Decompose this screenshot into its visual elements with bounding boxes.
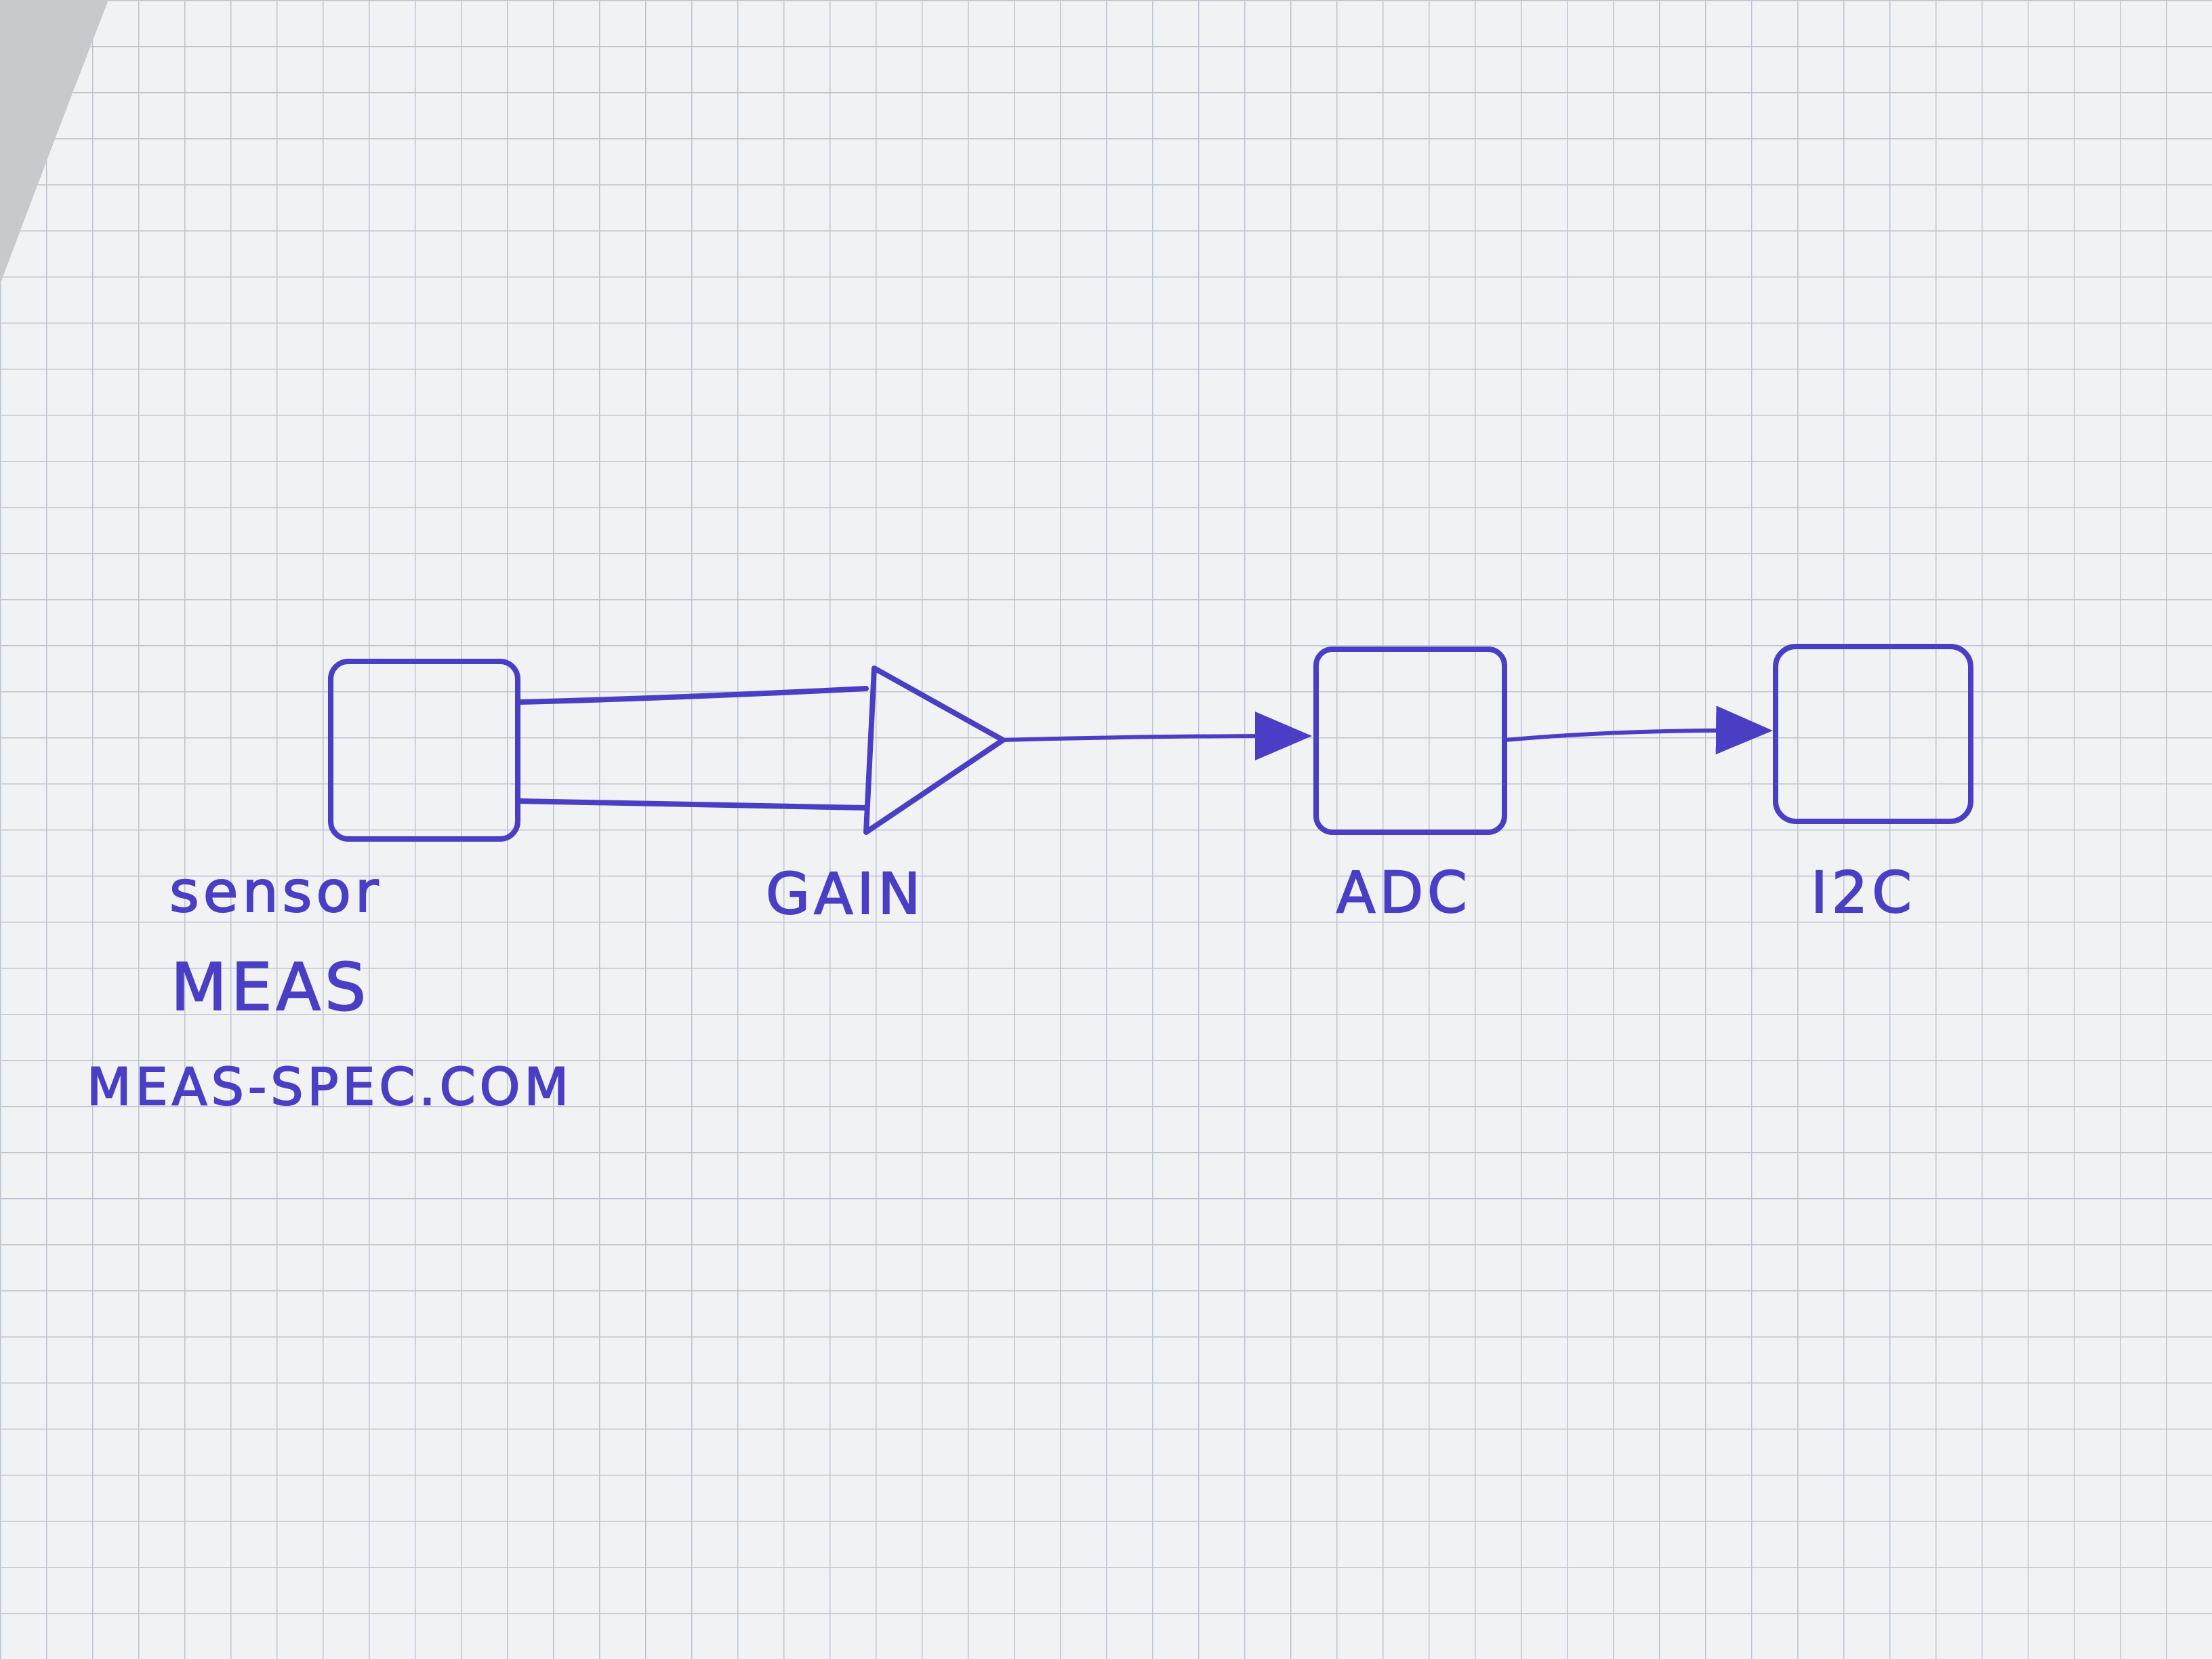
adc-i2c-arrow (1502, 705, 1773, 755)
meas-spec-label: MEAS-SPEC.COM (87, 1057, 573, 1117)
sensor-gain-connection-lower (515, 798, 869, 811)
block-diagram (328, 644, 1973, 842)
adc-label: ADC (1336, 859, 1471, 926)
gain-block (863, 665, 1006, 835)
i2c-label: I2C (1811, 859, 1916, 926)
sensor-label: sensor (169, 859, 382, 925)
gain-adc-arrow (1001, 712, 1312, 761)
gain-label: GAIN (766, 861, 924, 927)
meas-label: MEAS (171, 949, 370, 1025)
sensor-gain-connection-upper (515, 686, 869, 705)
sensor-block (328, 659, 520, 842)
i2c-block (1773, 644, 1973, 824)
